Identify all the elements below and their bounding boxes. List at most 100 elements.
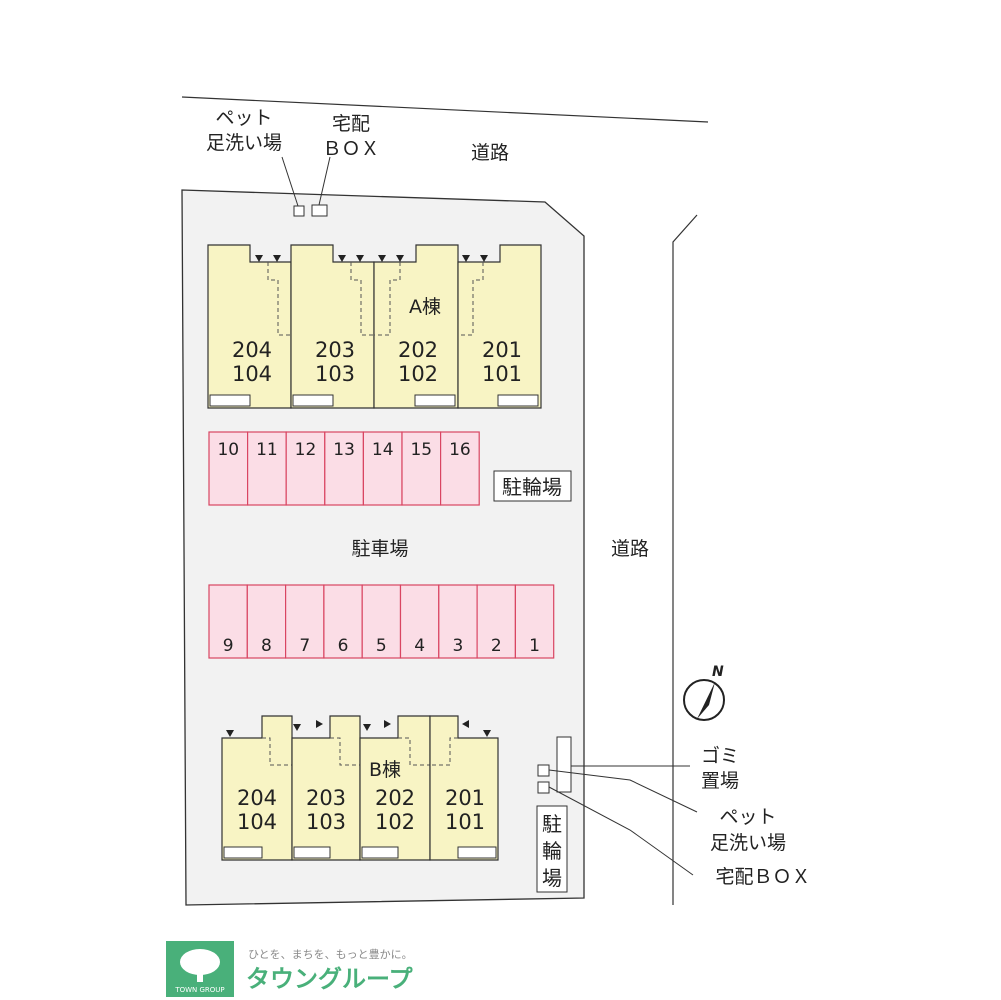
pet-footwash-right-label-1: ペット — [719, 806, 776, 828]
parking-bottom-space-number-5: 5 — [376, 636, 387, 656]
building-b-unit-203-balcony — [293, 846, 331, 859]
building-b-unit-201-stair — [430, 737, 458, 766]
garbage-label-1: ゴミ — [701, 745, 739, 767]
bicycle-parking-top — [493, 470, 572, 502]
building-b-unit-number-204: 204 — [237, 786, 277, 810]
compass-ring — [683, 679, 725, 721]
building-b-unit-202-stair — [398, 737, 430, 766]
building-a-unit-202-entrance-arrow-2 — [396, 255, 404, 262]
building-b-unit-204-balcony — [223, 846, 263, 859]
bicycle-parking-bottom — [536, 805, 568, 893]
parking-bottom-space-number-2: 2 — [491, 636, 502, 656]
parking-top-space-number-13: 13 — [333, 440, 355, 460]
building-a-unit-number-203: 203 — [315, 338, 355, 362]
parking-lot-label: 駐車場 — [351, 538, 408, 560]
delivery-box-right — [537, 781, 550, 794]
parking-bottom-space-number-3: 3 — [453, 636, 464, 656]
pet-footwash-right-label-2: 足洗い場 — [710, 832, 786, 854]
pet-footwash-top-label-2: 足洗い場 — [206, 132, 282, 154]
building-b-unit-202-balcony — [361, 846, 399, 859]
delivery-box-top-label-2: ＢＯＸ — [322, 138, 379, 160]
parking-bottom-space-number-6: 6 — [338, 636, 349, 656]
building-a-unit-203-entrance-arrow-1 — [338, 255, 346, 262]
pet-footwash-right — [537, 764, 550, 777]
building-a-unit-204-entrance-arrow-1 — [255, 255, 263, 262]
building-b-unit-201-balcony — [457, 846, 497, 859]
logo-tagline: ひとを、まちを、もっと豊かに。 — [248, 948, 413, 961]
garbage-label-2: 置場 — [701, 770, 739, 792]
building-b-unit-204-stair — [262, 737, 292, 766]
parking-bottom-space-7 — [285, 584, 325, 659]
building-a-unit-204-entrance-arrow-2 — [273, 255, 281, 262]
parking-bottom-space-number-9: 9 — [223, 636, 234, 656]
parking-top-space-number-15: 15 — [410, 440, 432, 460]
building-b-unit-203-entrance-arrow-2 — [316, 720, 323, 728]
building-b-unit-201-entrance-arrow-2 — [483, 730, 491, 737]
pet-footwash-top — [293, 205, 305, 217]
building-b-unit-number-104: 104 — [237, 810, 277, 834]
parking-top-space-15 — [401, 431, 442, 506]
parking-top-space-13 — [324, 431, 364, 506]
parking-bottom-space-number-4: 4 — [414, 636, 425, 656]
building-a-unit-203-stair — [350, 262, 374, 336]
road-right-label: 道路 — [611, 538, 649, 560]
building-a-unit-number-101: 101 — [482, 362, 522, 386]
building-a-unit-204-balcony — [209, 394, 251, 407]
building-a-unit-201-entrance-arrow-1 — [462, 255, 470, 262]
leader-delivery-right — [548, 786, 694, 876]
building-b-unit-203-stair — [330, 737, 360, 766]
bicycle-parking-top-label: 駐輪場 — [502, 475, 562, 499]
building-b-unit-202-entrance-arrow-1 — [363, 724, 371, 731]
parking-bottom-space-number-7: 7 — [299, 636, 310, 656]
leader-delivery-top — [318, 156, 331, 206]
building-b-unit-number-103: 103 — [306, 810, 346, 834]
parking-bottom-space-number-1: 1 — [529, 636, 540, 656]
compass-needle — [697, 682, 715, 719]
parking-row-bottom: 9 8 7 6 5 4 3 2 1 — [208, 584, 555, 659]
building-a-unit-number-104: 104 — [232, 362, 272, 386]
building-b-unit-202-entrance-arrow-2 — [384, 720, 391, 728]
garbage-area — [556, 736, 572, 793]
bicycle-parking-bottom-char-1: 駐 — [542, 812, 562, 836]
parking-bottom-space-number-8: 8 — [261, 636, 272, 656]
building-b-unit-number-101: 101 — [445, 810, 485, 834]
building-a-label: A棟 — [409, 296, 441, 318]
tree-icon — [180, 949, 220, 975]
logo-name: タウングループ — [246, 965, 414, 993]
building-b-unit-number-202: 202 — [375, 786, 415, 810]
building-b-unit-201-entrance-arrow-1 — [462, 720, 469, 728]
delivery-box-top — [311, 204, 328, 217]
building-a-unit-202-stair — [374, 262, 401, 336]
parking-bottom-space-9 — [208, 584, 248, 659]
parking-bottom-space-2 — [476, 584, 517, 659]
building-b-label: B棟 — [369, 759, 401, 781]
building-a-unit-number-102: 102 — [398, 362, 438, 386]
building-a-unit-202-outline — [373, 244, 459, 409]
building-a-unit-203-entrance-arrow-2 — [356, 255, 364, 262]
pet-footwash-top-label-1: ペット — [215, 107, 272, 129]
parking-bottom-space-6 — [323, 584, 363, 659]
building-a-unit-number-103: 103 — [315, 362, 355, 386]
parking-bottom-space-1 — [514, 584, 555, 659]
building-a-unit-202-balcony — [414, 394, 456, 407]
building-a-unit-201-balcony — [497, 394, 539, 407]
road-edge-right — [672, 214, 698, 905]
building-a-unit-201-outline — [457, 244, 542, 409]
building-a-unit-number-204: 204 — [232, 338, 272, 362]
parking-top-space-16 — [440, 431, 480, 506]
logo-badge-text: TOWN GROUP — [174, 986, 224, 994]
building-b-unit-number-102: 102 — [375, 810, 415, 834]
parking-top-space-number-10: 10 — [217, 440, 239, 460]
parking-top-space-number-16: 16 — [449, 440, 471, 460]
delivery-box-right-label: 宅配ＢＯＸ — [715, 866, 810, 888]
bicycle-parking-bottom-char-2: 輪 — [542, 839, 562, 863]
building-b-unit-204-entrance-arrow-1 — [226, 730, 234, 737]
building-a-unit-number-202: 202 — [398, 338, 438, 362]
parking-top-space-number-11: 11 — [256, 440, 278, 460]
tree-trunk-icon — [197, 970, 203, 982]
parking-top-space-number-12: 12 — [295, 440, 317, 460]
building-b-unit-number-201: 201 — [445, 786, 485, 810]
